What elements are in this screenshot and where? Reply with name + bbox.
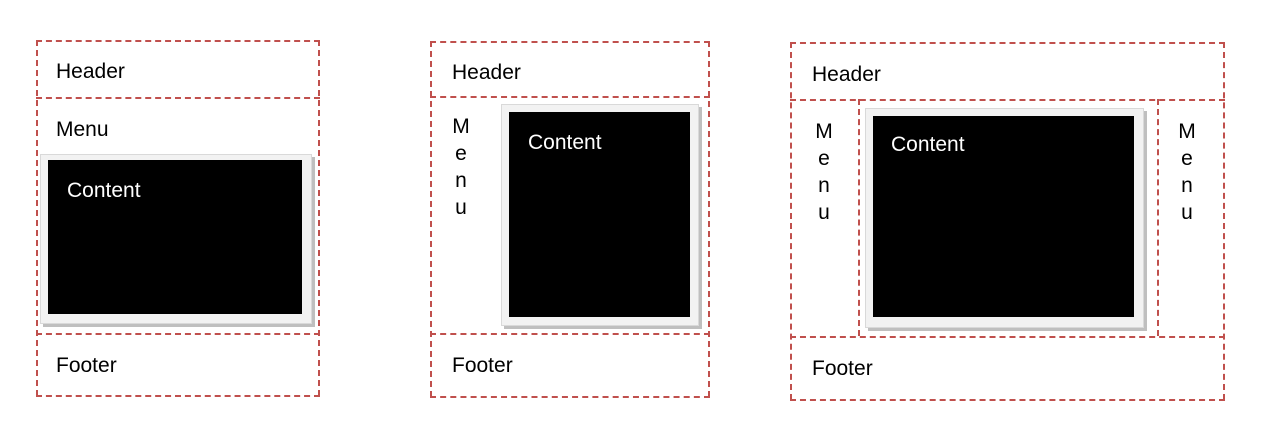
- menu-letter: n: [818, 174, 830, 197]
- menu-letter: M: [815, 120, 833, 143]
- layout-1-footer-label: Footer: [56, 354, 117, 377]
- layout-3-right-border: [1223, 42, 1225, 400]
- layout-3-right-menu-divider: [1157, 99, 1159, 336]
- layout-3-content-box: [873, 116, 1134, 317]
- layout-1-top-border: [36, 40, 320, 42]
- layout-1-right-border: [318, 40, 320, 396]
- layout-2-right-border: [708, 41, 710, 397]
- layout-2-menu-label: M e n u: [450, 113, 472, 221]
- layout-3-footer-divider: [790, 336, 1225, 338]
- layout-3-top-border: [790, 42, 1225, 44]
- menu-letter: e: [455, 142, 467, 165]
- layout-1-footer-divider: [36, 333, 320, 335]
- layout-1-header-label: Header: [56, 60, 125, 83]
- layout-2-top-border: [430, 41, 710, 43]
- layout-1-diagram: [0, 0, 1, 1]
- menu-letter: n: [1181, 174, 1193, 197]
- layout-1-content-label: Content: [67, 179, 141, 202]
- layout-3-content-label: Content: [891, 133, 965, 156]
- layout-2-content-box: [509, 112, 690, 317]
- layout-3-bottom-border: [790, 399, 1225, 401]
- layout-2-bottom-border: [430, 396, 710, 398]
- menu-letter: u: [455, 196, 467, 219]
- layout-3-footer-label: Footer: [812, 357, 873, 380]
- layout-2-header-divider: [430, 96, 710, 98]
- layout-2-footer-label: Footer: [452, 354, 513, 377]
- layout-3-left-border: [790, 42, 792, 400]
- menu-letter: e: [818, 147, 830, 170]
- layout-2-left-border: [430, 41, 432, 397]
- layout-1-bottom-border: [36, 395, 320, 397]
- menu-letter: M: [1178, 120, 1196, 143]
- layout-1-header-divider: [36, 97, 320, 99]
- layout-1-left-border: [36, 40, 38, 396]
- layout-3-header-divider: [790, 99, 1225, 101]
- layout-2-footer-divider: [430, 333, 710, 335]
- layout-3-left-menu-label: M e n u: [813, 118, 835, 226]
- layout-2-header-label: Header: [452, 61, 521, 84]
- layout-1-content-box: [48, 160, 302, 314]
- layout-3-left-menu-divider: [858, 99, 860, 336]
- menu-letter: M: [452, 115, 470, 138]
- menu-letter: n: [455, 169, 467, 192]
- menu-letter: e: [1181, 147, 1193, 170]
- menu-letter: u: [1181, 201, 1193, 224]
- layout-2-content-label: Content: [528, 131, 602, 154]
- layout-3-right-menu-label: M e n u: [1176, 118, 1198, 226]
- layout-3-header-label: Header: [812, 63, 881, 86]
- menu-letter: u: [818, 201, 830, 224]
- layout-1-menu-label: Menu: [56, 118, 109, 141]
